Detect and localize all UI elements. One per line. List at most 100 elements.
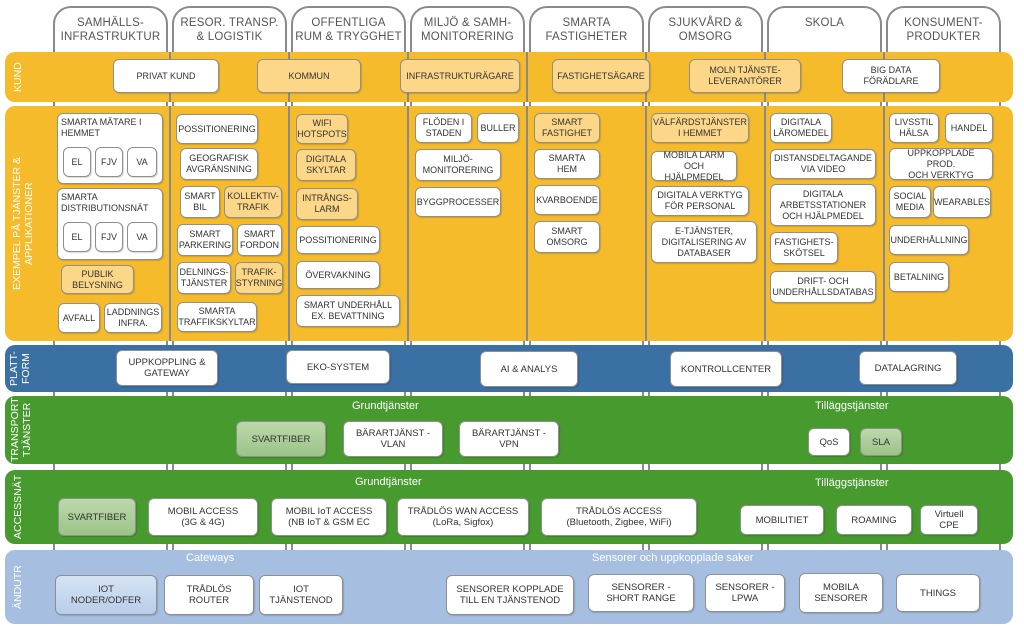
item-social-media: SOCIAL MEDIA <box>889 186 931 218</box>
item-kvarboende: KVARBOENDE <box>534 185 600 215</box>
item-fjv: FJV <box>95 222 123 252</box>
column-divider <box>883 106 885 341</box>
item-publik-belysning: PUBLIK BELYSNING <box>61 265 134 294</box>
column-divider <box>526 106 528 341</box>
item-possitionering: POSSITIONERING <box>296 226 380 254</box>
group-title: SMARTA DISTRIBUTIONSNÄT <box>61 192 149 213</box>
item-laddnings-infra: LADDNINGS INFRA. <box>104 303 162 333</box>
transport-box-vpn: BÄRARTJÄNST - VPN <box>459 421 559 457</box>
item-smarta-hem: SMARTA HEM <box>534 149 600 179</box>
transport-box-vlan: BÄRARTJÄNST - VLAN <box>343 421 443 457</box>
item-digitala-verktyg: DIGITALA VERKTYG FÖR PERSONAL <box>651 186 749 216</box>
andutr-box-lpwa: SENSORER - LPWA <box>705 574 785 612</box>
item-va: VA <box>127 222 157 252</box>
andutr-box-sensorer-kopplade: SENSORER KOPPLADE TILL EN TJÄNSTENOD <box>446 575 574 615</box>
column-title: SJUKVÅRD & OMSORG <box>668 17 743 43</box>
transport-box-svartfiber: SVARTFIBER <box>236 421 326 457</box>
item-smart-fordon: SMART FORDON <box>237 224 282 256</box>
platform-box-ai-analys: AI & ANALYS <box>480 351 578 387</box>
kund-box-big-data: BIG DATA FÖRÄDLARE <box>842 59 940 93</box>
column-divider <box>764 106 766 341</box>
item-smart-underhall: SMART UNDERHÅLL EX. BEVATTNING <box>296 295 400 327</box>
item-intrangslarm: INTRÅNGS- LARM <box>296 188 358 220</box>
andutr-box-tradlos-router: TRÅDLÖS ROUTER <box>164 575 254 615</box>
item-distansdeltagande: DISTANSDELTAGANDE VIA VIDEO <box>770 149 876 179</box>
item-avfall: AVFALL <box>58 303 100 333</box>
column-title: SKOLA <box>804 17 845 29</box>
item-drift-underhall: DRIFT- OCH UNDERHÅLLSDATABAS <box>770 271 876 303</box>
kund-box-fastighetsagare: FASTIGHETSÄGARE <box>552 59 650 93</box>
access-box-mobilitiet: MOBILITIET <box>740 505 824 535</box>
access-tillagg-label: Tilläggstjänster <box>815 477 889 489</box>
item-floden-i-staden: FLÖDEN I STADEN <box>415 113 472 143</box>
column-title: OFFENTLIGA RUM & TRYGGHET <box>295 17 402 43</box>
kund-box-privat-kund: PRIVAT KUND <box>113 59 219 93</box>
item-va: VA <box>127 147 157 177</box>
item-fjv: FJV <box>95 147 123 177</box>
andutr-box-short-range: SENSORER - SHORT RANGE <box>588 574 694 612</box>
column-title: SMARTA FASTIGHETER <box>545 17 628 43</box>
item-valfardstjanster: VÄLFÄRDSTJÄNSTER I HEMMET <box>651 113 749 143</box>
platform-box-kontrollcenter: KONTROLLCENTER <box>670 351 782 387</box>
item-livsstil-halsa: LIVSSTIL HÄLSA <box>889 113 939 143</box>
row-label-kund: KUND <box>12 62 24 92</box>
transport-box-sla: SLA <box>860 428 902 456</box>
column-divider <box>645 106 647 341</box>
column-title: MILJÖ & SAMH- MONITORERING <box>421 17 514 43</box>
transport-tillagg-label: Tilläggstjänster <box>815 400 889 412</box>
platform-box-uppkoppling: UPPKOPPLING & GATEWAY <box>116 350 218 386</box>
item-handel: HANDEL <box>945 113 993 143</box>
access-grund-label: Grundtjänster <box>355 476 422 488</box>
item-underhallning: UNDERHÅLLNING <box>889 225 969 255</box>
item-kollektivtrafik: KOLLEKTIV- TRAFIK <box>224 186 282 218</box>
column-divider <box>407 106 409 341</box>
kund-box-kommun: KOMMUN <box>257 59 361 93</box>
access-box-mobil-iot: MOBIL IoT ACCESS (NB IoT & GSM EC <box>271 498 387 536</box>
access-box-roaming: ROAMING <box>836 505 912 535</box>
item-mobila-larm: MOBILA LARM OCH HJÄLPMEDEL <box>651 150 737 182</box>
item-smart-omsorg: SMART OMSORG <box>534 221 600 253</box>
item-betalning: BETALNING <box>889 262 949 292</box>
column-title: SAMHÄLLS- INFRASTRUKTUR <box>60 17 161 43</box>
kund-box-moln: MOLN TJÄNSTE- LEVERANTÖRER <box>689 59 801 93</box>
item-smart-bil: SMART BIL <box>180 186 220 218</box>
item-miljo-monitorering: MILJÖ- MONITORERING <box>415 149 501 181</box>
access-box-virtuell-cpe: Virtuell CPE <box>920 505 978 535</box>
andutr-gateways-label: Cateways <box>186 552 235 564</box>
platform-box-datalagring: DATALAGRING <box>859 351 957 385</box>
column-divider <box>526 52 528 102</box>
row-label-plattform: PLATT- FORM <box>8 351 32 386</box>
andutr-box-things: THINGS <box>896 574 980 612</box>
item-smart-parkering: SMART PARKERING <box>177 224 233 256</box>
row-label-transport: TRANSPORT TJÄNSTER <box>9 397 33 463</box>
column-divider <box>288 106 290 341</box>
item-fastighetsskotsel: FASTIGHETS- SKÖTSEL <box>770 232 838 264</box>
item-digitala-laromedel: DIGITALA LÄROMEDEL <box>770 113 832 143</box>
item-geografisk-avgransning: GEOGRAFISK AVGRÄNSNING <box>180 148 258 180</box>
item-el: EL <box>63 222 91 252</box>
item-byggprocesser: BYGGPROCESSER <box>415 187 501 217</box>
row-label-andutr: ÄNDUTR <box>12 565 24 609</box>
andutr-box-iot-tjanstenod: IOT TJÄNSTENOD <box>259 575 343 615</box>
row-label-accessnat: ACCESSNÄT <box>12 474 24 540</box>
item-digitala-arbetsstationer: DIGITALA ARBETSSTATIONER OCH HJÄLPMEDEL <box>770 184 876 226</box>
item-buller: BULLER <box>477 113 519 143</box>
item-overvakning: ÖVERVAKNING <box>296 261 380 289</box>
item-digitala-skyltar: DIGITALA SKYLTAR <box>296 149 356 181</box>
kund-box-infrastrukturagare: INFRASTRUKTURÄGARE <box>400 59 520 93</box>
item-trafikstyrning: TRAFIK- STYRNING <box>235 262 283 294</box>
column-title: RESOR. TRANSP. & LOGISTIK <box>180 17 279 43</box>
access-box-tradlos-access: TRÅDLÖS ACCESS (Bluetooth, Zigbee, WiFi) <box>541 498 697 536</box>
item-smart-fastighet: SMART FASTIGHET <box>534 113 600 143</box>
transport-box-qos: QoS <box>808 428 850 456</box>
row-label-exempel: EXEMPEL PÅ TJÄNSTER & APPLIKATIONER <box>11 156 35 291</box>
column-title: KONSUMENT- PRODUKTER <box>904 17 983 43</box>
transport-grund-label: Grundtjänster <box>352 400 419 412</box>
access-box-svartfiber: SVARTFIBER <box>58 498 136 536</box>
item-wifi-hotspots: WIFI HOTSPOTS <box>296 114 348 144</box>
item-delningstjanster: DELNINGS- TJÄNSTER <box>177 262 231 294</box>
andutr-sensors-label: Sensorer och uppkopplade saker <box>592 552 754 564</box>
item-e-tjanster: E-TJÄNSTER, DIGITALISERING AV DATABASER <box>651 221 757 263</box>
andutr-box-iot-noder: IOT NODER/ODFER <box>55 575 157 615</box>
access-box-mobil-access: MOBIL ACCESS (3G & 4G) <box>148 498 258 536</box>
